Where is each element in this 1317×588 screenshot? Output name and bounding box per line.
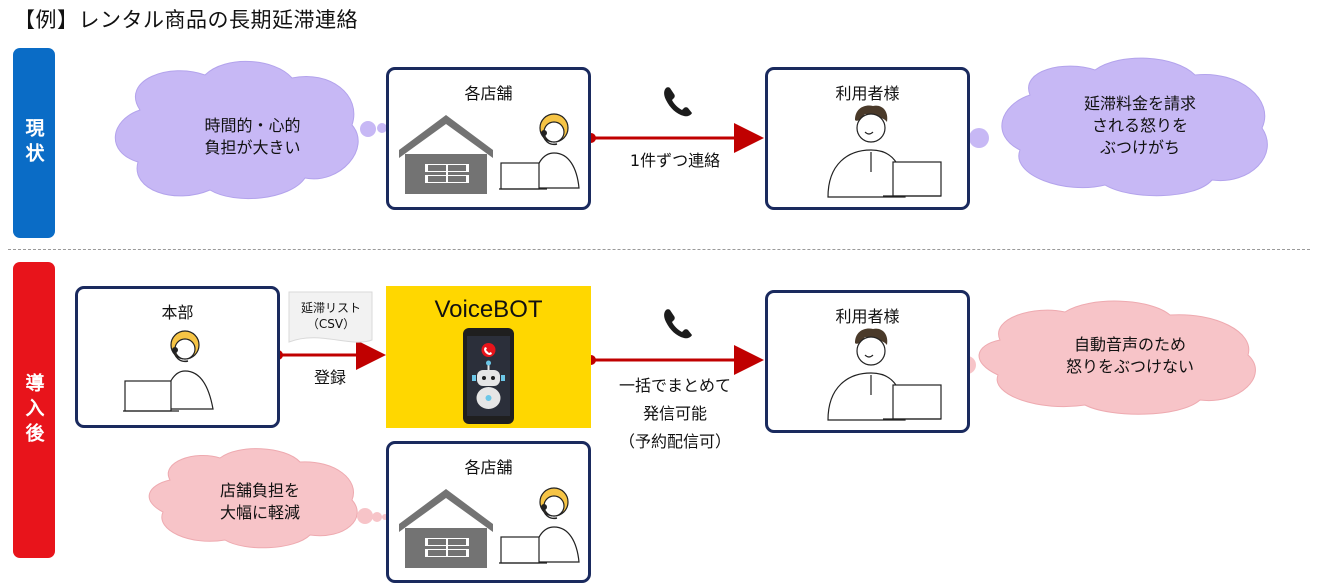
smartphone-icon <box>463 328 514 424</box>
bubble-line: 時間的・心的 <box>204 116 301 135</box>
store-burden-text: 時間的・心的 負担が大きい <box>160 115 345 159</box>
customer-icon <box>827 105 942 198</box>
box-title: 各店舗 <box>464 84 513 103</box>
bubble-line: 負担が大きい <box>204 138 301 157</box>
register-label: 登録 <box>313 368 346 387</box>
current-call-label: 1件ずつ連絡 <box>629 151 721 170</box>
bubble-line: 店舗負担を <box>219 481 300 500</box>
document-icon <box>288 291 373 343</box>
bubble-line: 大幅に軽減 <box>219 503 300 522</box>
bulk-call-arrow <box>586 345 764 375</box>
operator-icon <box>123 330 214 412</box>
current-user-box: 利用者様 <box>765 67 970 210</box>
box-title: 利用者様 <box>835 307 900 326</box>
box-title: 利用者様 <box>835 84 900 103</box>
store-icon <box>399 115 493 194</box>
phone-icon <box>664 309 692 339</box>
robot-icon <box>472 360 505 409</box>
call-label-line: 一括でまとめて <box>618 376 731 395</box>
bubble-line: 延滞料金を請求 <box>1083 94 1196 113</box>
store-icon <box>399 489 493 568</box>
store-relief-bubble <box>148 448 388 549</box>
voicebot-box: VoiceBOT <box>386 286 591 428</box>
section-after-label: 導入後 <box>13 262 55 558</box>
box-title: 本部 <box>161 303 194 322</box>
current-call-arrow <box>586 123 764 153</box>
doc-label-line: 延滞リスト <box>300 301 361 315</box>
customer-icon <box>827 328 942 421</box>
bulk-call-label: 一括でまとめて 発信可能 （予約配信可） <box>595 372 755 456</box>
page-title: 【例】レンタル商品の長期延滞連絡 <box>14 8 358 32</box>
call-label-line: （予約配信可） <box>618 432 731 451</box>
bubble-line: される怒りを <box>1091 116 1188 135</box>
store-burden-bubble <box>114 60 394 200</box>
user-anger-text: 延滞料金を請求 される怒りを ぶつけがち <box>1030 93 1250 159</box>
doc-label-line: （CSV） <box>306 317 356 331</box>
no-anger-text: 自動音声のため 怒りをぶつけない <box>1010 334 1250 378</box>
section-divider <box>8 249 1310 250</box>
section-current-label: 現状 <box>13 48 55 238</box>
hq-box: 本部 <box>75 286 280 428</box>
register-arrow <box>273 340 386 370</box>
bubble-line: 怒りをぶつけない <box>1065 357 1194 376</box>
current-store-box: 各店舗 <box>386 67 591 210</box>
call-label-line: 発信可能 <box>642 404 707 423</box>
voicebot-title: VoiceBOT <box>434 296 543 323</box>
document-label: 延滞リスト （CSV） <box>292 300 370 332</box>
operator-icon <box>499 487 580 564</box>
box-title: 各店舗 <box>464 458 513 477</box>
store-relief-text: 店舗負担を 大幅に軽減 <box>170 480 350 524</box>
bubble-line: 自動音声のため <box>1073 335 1186 354</box>
after-store-box: 各店舗 <box>386 441 591 583</box>
after-user-box: 利用者様 <box>765 290 970 433</box>
phone-icon <box>664 87 692 117</box>
bubble-line: ぶつけがち <box>1099 138 1180 157</box>
operator-icon <box>499 113 580 190</box>
